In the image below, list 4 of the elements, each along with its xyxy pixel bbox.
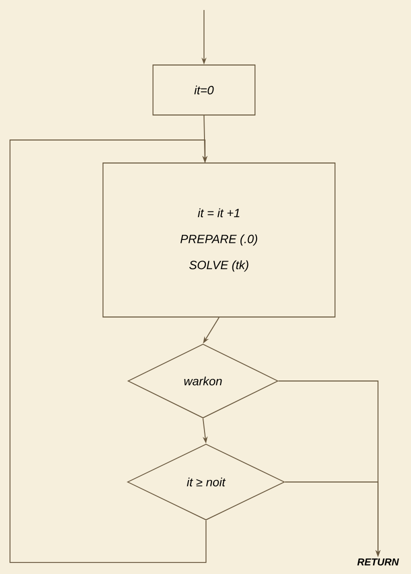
process-box: it = it +1 PREPARE (.0) SOLVE (tk) xyxy=(102,162,336,318)
arrow xyxy=(10,140,208,563)
return-label: RETURN xyxy=(357,558,399,566)
process-box: it=0 xyxy=(152,64,256,116)
